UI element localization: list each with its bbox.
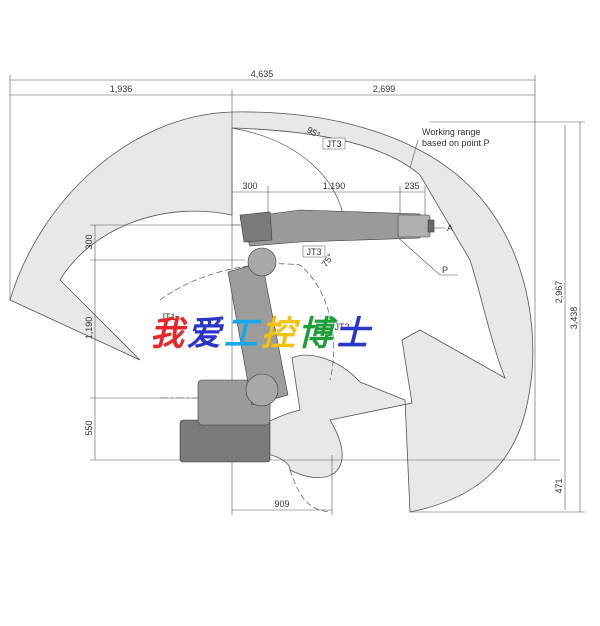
jt3-upper-label: JT3 — [326, 139, 341, 149]
dim-upper-height: 2,967 — [554, 281, 564, 304]
dim-jt2-offset: 300 — [84, 234, 94, 249]
dimension-lines — [9, 75, 585, 515]
watermark: 我爱工控博士 — [150, 314, 373, 354]
dim-right-reach: 2,699 — [373, 84, 396, 94]
upper-range-arc — [231, 127, 346, 226]
watermark-char: 爱 — [187, 314, 225, 354]
robot-base — [179, 419, 271, 463]
watermark-char: 士 — [335, 314, 373, 354]
inner-range-arc — [159, 263, 335, 381]
jt1-label: JT1 — [160, 312, 175, 322]
working-range-area — [9, 111, 534, 513]
jt3-upper-box — [322, 137, 346, 150]
dim-below-base: 471 — [554, 478, 564, 493]
dim-left-reach: 1,936 — [110, 84, 133, 94]
robot-motor — [239, 211, 273, 243]
dim-overall-width: 4,635 — [251, 69, 274, 79]
working-range-label-line1: Working range — [422, 127, 480, 137]
watermark-char: 工 — [224, 314, 262, 354]
point-p-label: P — [442, 265, 448, 275]
dim-arm-length: 1,190 — [323, 181, 346, 191]
point-a-label: A — [447, 223, 453, 233]
dim-base-height: 550 — [84, 420, 94, 435]
jt3-lower-box — [302, 245, 326, 258]
jt3-joint — [247, 247, 277, 277]
dim-lower-arm: 1,190 — [84, 317, 94, 340]
robot-flange — [427, 219, 435, 233]
dim-min-radius: 909 — [274, 499, 289, 509]
robot-wrist — [397, 214, 431, 238]
dim-total-height: 3,438 — [569, 307, 579, 330]
jt2-joint — [245, 373, 279, 407]
jt2-label: JT2 — [334, 322, 349, 332]
dim-arm-offset: 300 — [242, 181, 257, 191]
lower-range-arc — [289, 469, 331, 513]
working-range-label-line2: based on point P — [422, 138, 490, 148]
robot-body — [179, 209, 435, 463]
dim-wrist-length: 235 — [404, 181, 419, 191]
watermark-char: 控 — [261, 314, 301, 354]
watermark-char: 我 — [150, 314, 188, 354]
robot-upper-arm — [239, 209, 421, 247]
watermark-char: 博 — [298, 314, 338, 354]
jt3-lower-label: JT3 — [306, 247, 321, 257]
